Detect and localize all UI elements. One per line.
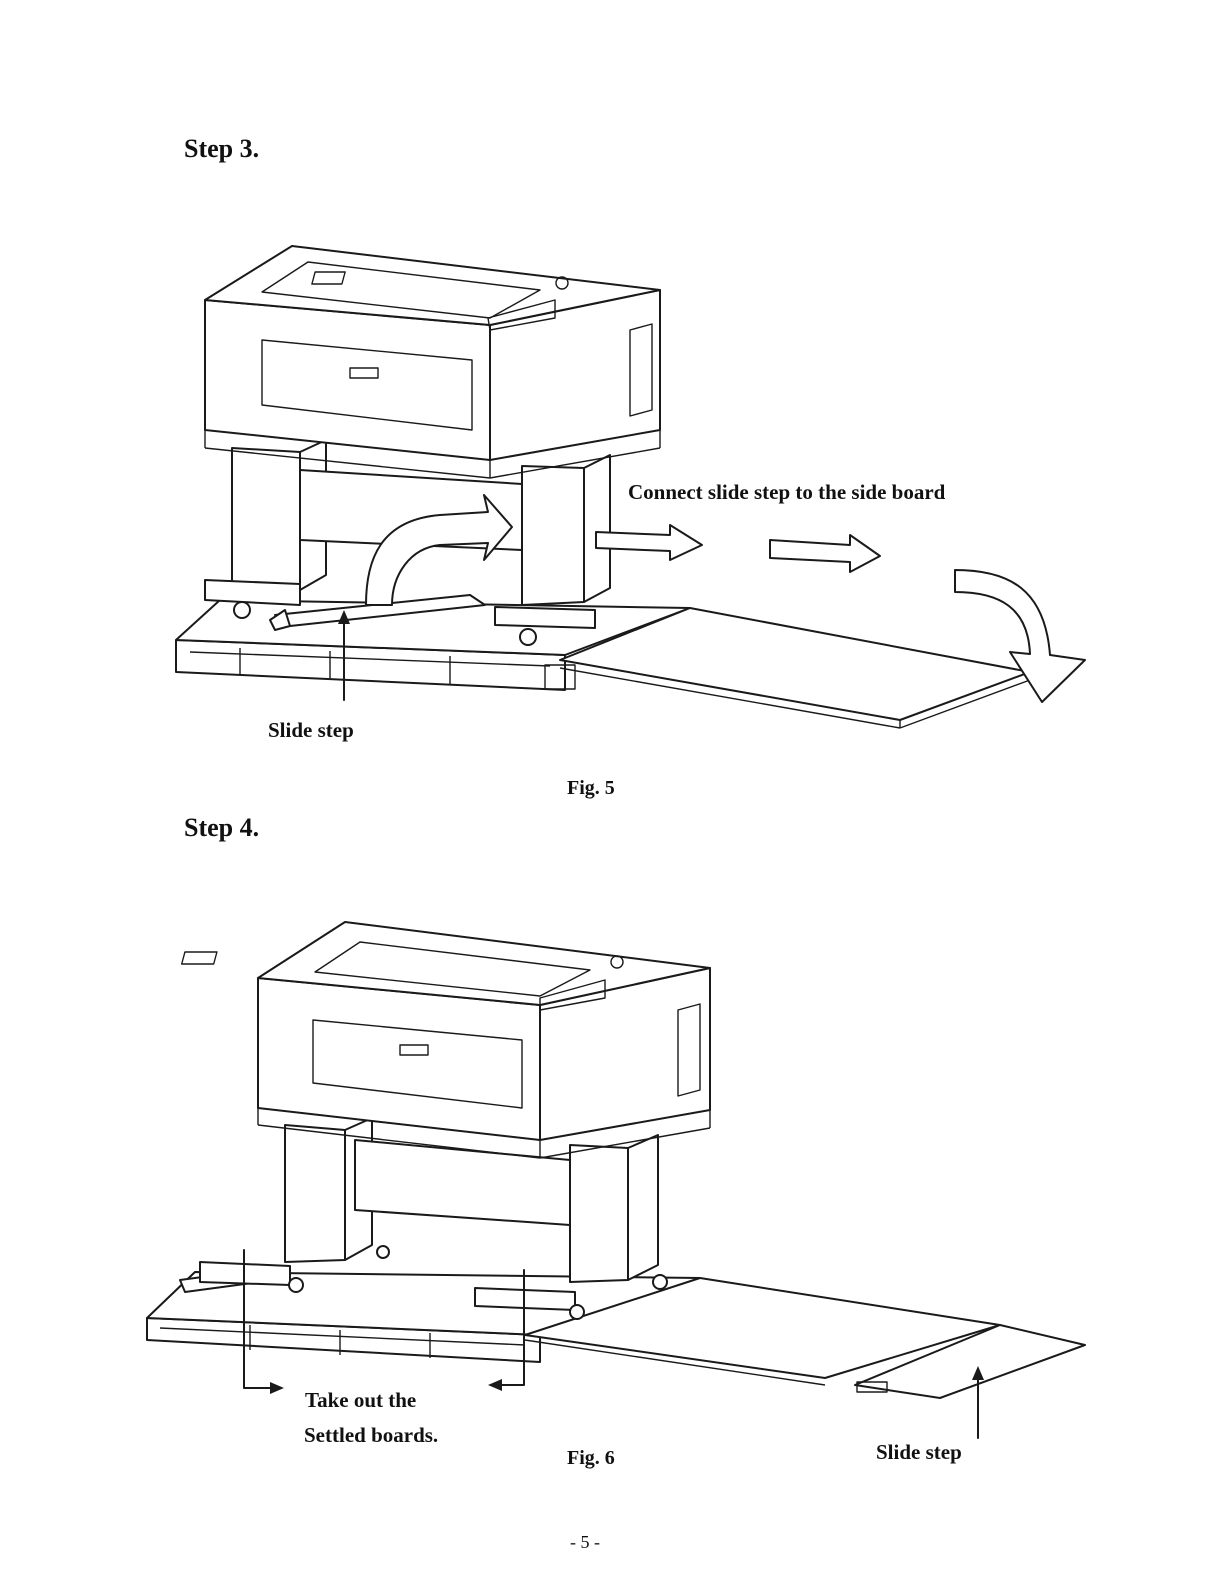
fig5-slide-step-label: Slide step — [268, 718, 354, 742]
page-number: - 5 - — [570, 1532, 600, 1552]
fig5-curved-arrow — [365, 494, 513, 606]
fig5-arrow-2 — [769, 534, 881, 573]
fig6-take-out-line2: Settled boards. — [304, 1423, 439, 1447]
fig6-slide-step-label: Slide step — [876, 1440, 962, 1464]
step-4-heading: Step 4. — [184, 813, 260, 842]
fig5-connect-label: Connect slide step to the side board — [628, 480, 946, 504]
fig6-machine — [180, 921, 711, 1159]
fig5-arrow-1 — [595, 524, 703, 561]
fig6-take-out-line1: Take out the — [305, 1388, 417, 1412]
fig5-curved-down-arrow — [954, 569, 1086, 703]
fig5-machine — [204, 245, 661, 479]
fig-6-caption: Fig. 6 — [567, 1447, 615, 1469]
fig5-stand — [204, 439, 611, 646]
fig6-side-board — [524, 1277, 1086, 1399]
fig6-take-out-arrows — [243, 1249, 525, 1394]
step-3-heading: Step 3. — [184, 134, 260, 163]
fig-5-caption: Fig. 5 — [567, 777, 615, 799]
